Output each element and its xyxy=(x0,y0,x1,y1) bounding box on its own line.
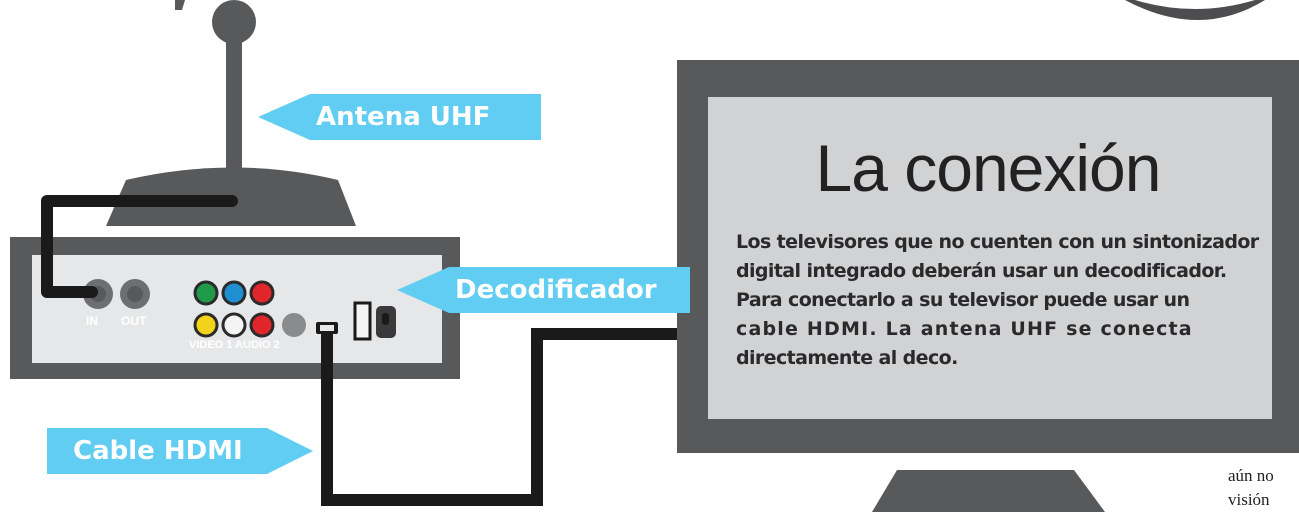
tv-screen-body: Los televisores que no cuenten con un si… xyxy=(736,228,1266,373)
antenna-mast xyxy=(226,30,242,190)
body-line: digital integrado deberán usar un decodi… xyxy=(736,260,1227,282)
television xyxy=(677,60,1299,512)
usb-port xyxy=(353,301,372,341)
decorative-arc xyxy=(1125,0,1265,20)
decoder-box xyxy=(10,237,460,379)
port-out-label: OUT xyxy=(121,314,147,328)
cropped-text-line-2: visión xyxy=(1228,490,1270,509)
tv-screen-title: La conexión xyxy=(815,131,1162,205)
aux-port xyxy=(282,313,306,337)
tv-screen xyxy=(708,97,1272,419)
rca-white xyxy=(221,312,247,338)
hdmi-cable xyxy=(321,328,680,506)
rca-red-top xyxy=(249,280,275,306)
body-line: directamente al deco. xyxy=(736,347,958,369)
rca-blue xyxy=(221,280,247,306)
antenna-tip xyxy=(212,0,256,44)
callout-cable-hdmi: Cable HDMI xyxy=(47,428,313,474)
cropped-text-line-1: aún no xyxy=(1228,466,1274,485)
callout-antena-uhf: Antena UHF xyxy=(258,94,541,140)
decoder-front-panel xyxy=(32,255,442,363)
av-label: VIDEO 1 AUDIO 2 xyxy=(189,339,280,351)
callout-decodificador: Decodificador xyxy=(397,267,690,313)
rca-yellow xyxy=(193,312,219,338)
tv-stand xyxy=(872,470,1105,512)
body-line: Para conectarlo a su televisor puede usa… xyxy=(736,289,1190,311)
rca-green xyxy=(193,280,219,306)
rca-red-bottom xyxy=(249,312,275,338)
body-line: cable HDMI. La antena UHF se conecta xyxy=(736,318,1193,340)
body-line: Los televisores que no cuenten con un si… xyxy=(736,231,1259,253)
antenna-cable xyxy=(41,195,238,298)
port-in-label: IN xyxy=(86,314,98,328)
